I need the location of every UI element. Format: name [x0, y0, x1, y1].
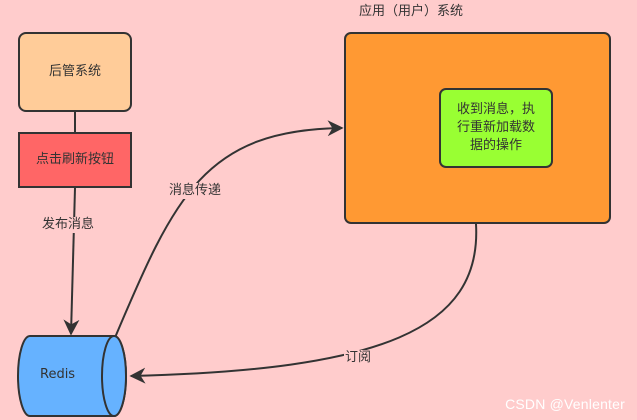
subscribe-arrow: [129, 223, 478, 384]
redis-label: Redis: [40, 367, 76, 382]
publish-arrow: [63, 187, 80, 336]
app-system-title: 应用（用户）系统: [359, 4, 464, 19]
watermark: CSDN @Venlenter: [505, 396, 625, 412]
transfer-arrow: [113, 120, 344, 341]
publish-message-label: 发布消息: [41, 217, 96, 233]
message-transfer-label: 消息传递: [168, 183, 223, 199]
refresh-button-box: 点击刷新按钮: [18, 132, 132, 188]
admin-system-box: 后管系统: [18, 32, 132, 112]
refresh-button-label: 点击刷新按钮: [35, 152, 114, 167]
admin-system-label: 后管系统: [48, 64, 101, 79]
reload-operation-box: 收到消息，执 行重新加载数 据的操作: [439, 88, 553, 168]
redis-cylinder: [17, 335, 127, 417]
subscribe-label: 订阅: [344, 350, 373, 366]
